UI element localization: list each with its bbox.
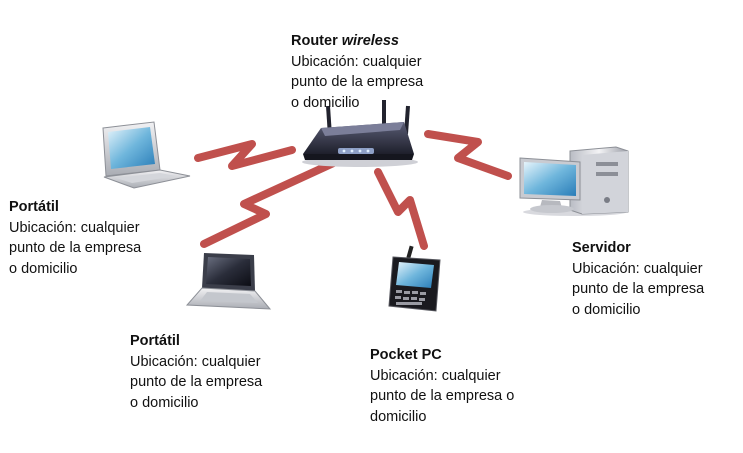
laptop-left-location-line: Ubicación: cualquier bbox=[9, 219, 140, 236]
pocket-pc-label: Pocket PC Ubicación: cualquier punto de … bbox=[370, 345, 514, 427]
router-location-line: Ubicación: cualquier bbox=[291, 53, 422, 70]
pocket-pc-icon bbox=[388, 245, 441, 312]
wireless-router-icon bbox=[302, 100, 418, 167]
server-location-line: o domicilio bbox=[572, 301, 641, 318]
wireless-links bbox=[194, 130, 512, 250]
server-icon bbox=[519, 146, 629, 216]
pocket-pc-location-line: Ubicación: cualquier bbox=[370, 367, 501, 384]
laptop-bottom-location-line: Ubicación: cualquier bbox=[130, 353, 261, 370]
server-title: Servidor bbox=[572, 240, 631, 256]
router-label: Router wireless Ubicación: cualquier pun… bbox=[291, 31, 423, 113]
pocket-pc-location-line: domicilio bbox=[370, 408, 427, 425]
pocket-pc-title: Pocket PC bbox=[370, 347, 442, 363]
laptop-left-location-line: punto de la empresa bbox=[9, 240, 142, 256]
laptop-bottom-label: Portátil Ubicación: cualquier punto de l… bbox=[130, 331, 262, 413]
router-title-main: Router bbox=[291, 33, 342, 49]
laptop-bottom-location-line: o domicilio bbox=[130, 394, 199, 411]
link-router-server bbox=[424, 130, 512, 180]
router-location-line: punto de la empresa bbox=[291, 74, 424, 90]
server-location-line: Ubicación: cualquier bbox=[572, 260, 703, 277]
router-title: Router wireless bbox=[291, 31, 423, 52]
laptop-left-location-line: o domicilio bbox=[9, 260, 78, 277]
server-label: Servidor Ubicación: cualquier punto de l… bbox=[572, 238, 704, 320]
router-location-line: o domicilio bbox=[291, 94, 360, 111]
pocket-pc-location-line: punto de la empresa o bbox=[370, 388, 515, 404]
laptop-left-label: Portátil Ubicación: cualquier punto de l… bbox=[9, 197, 141, 279]
laptop-left-title: Portátil bbox=[9, 199, 59, 215]
laptop-icon bbox=[102, 121, 191, 189]
laptop-bottom-location-line: punto de la empresa bbox=[130, 374, 263, 390]
laptop-icon bbox=[185, 253, 272, 310]
laptop-bottom-title: Portátil bbox=[130, 333, 180, 349]
server-location-line: punto de la empresa bbox=[572, 281, 705, 297]
router-title-emphasis: wireless bbox=[341, 33, 399, 49]
link-router-laptop-bottom bbox=[200, 156, 344, 248]
link-router-pocket-pc bbox=[374, 168, 428, 250]
link-router-laptop-left bbox=[194, 140, 296, 170]
